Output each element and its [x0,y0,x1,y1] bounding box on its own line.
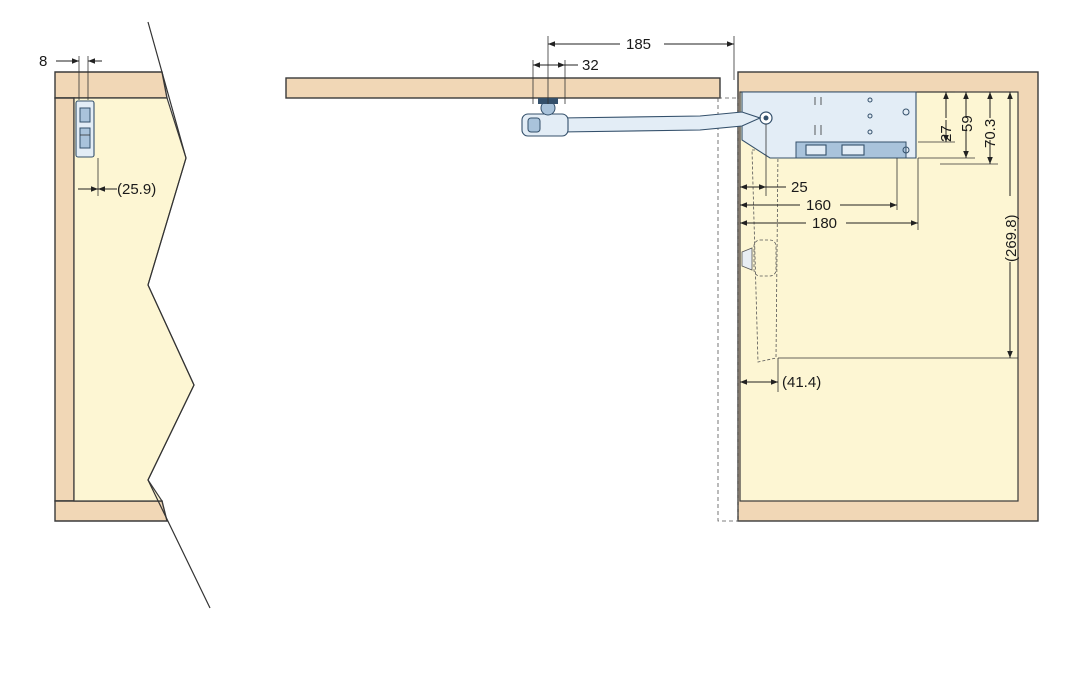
dimension-label-25: 25 [791,179,808,196]
dimension-160: 160 [740,158,898,214]
dimension-label-269-8: (269.8) [1003,214,1020,262]
dimension-180: 180 [740,158,919,232]
dimension-8: 8 [39,53,102,100]
dimension-label-41-4: (41.4) [782,374,821,391]
dimension-label-27: 27 [938,125,955,142]
dimension-59: 59 [918,92,976,159]
door-panel [285,77,721,99]
left-hinge-part [75,100,95,158]
left-cabinet-side-panel [54,97,75,502]
dimension-41-4: (41.4) [740,358,821,392]
dimension-25: 25 [740,124,808,196]
left-cabinet-top-board [54,71,168,99]
dimension-label-25-9: (25.9) [117,181,156,198]
arm-bar [559,111,762,133]
dimension-label-70-3: 70.3 [982,119,999,148]
left-cabinet-break-line [147,21,211,609]
dimension-label-160: 160 [806,197,831,214]
dimension-label-8: 8 [39,53,47,70]
dimension-label-185: 185 [626,36,651,53]
dimension-25-9: (25.9) [78,158,156,198]
right-cabinet-interior [739,91,1019,502]
left-cabinet [54,21,211,609]
door-closed-outline [717,97,739,522]
dimension-70-3: 70.3 [940,92,999,165]
lift-mechanism [741,91,917,159]
dimension-label-180: 180 [812,215,837,232]
dimension-label-32: 32 [582,57,599,74]
dimension-27: 27 [918,91,955,143]
left-cabinet-interior [73,97,195,502]
lift-arm [521,98,762,137]
dimension-185: 185 [547,36,735,104]
left-cabinet-bottom-board [54,500,168,522]
right-cabinet [737,71,1039,522]
dimension-label-59: 59 [959,115,976,132]
dimension-32: 32 [532,57,599,104]
dimension-269-8: (269.8) [778,92,1020,359]
